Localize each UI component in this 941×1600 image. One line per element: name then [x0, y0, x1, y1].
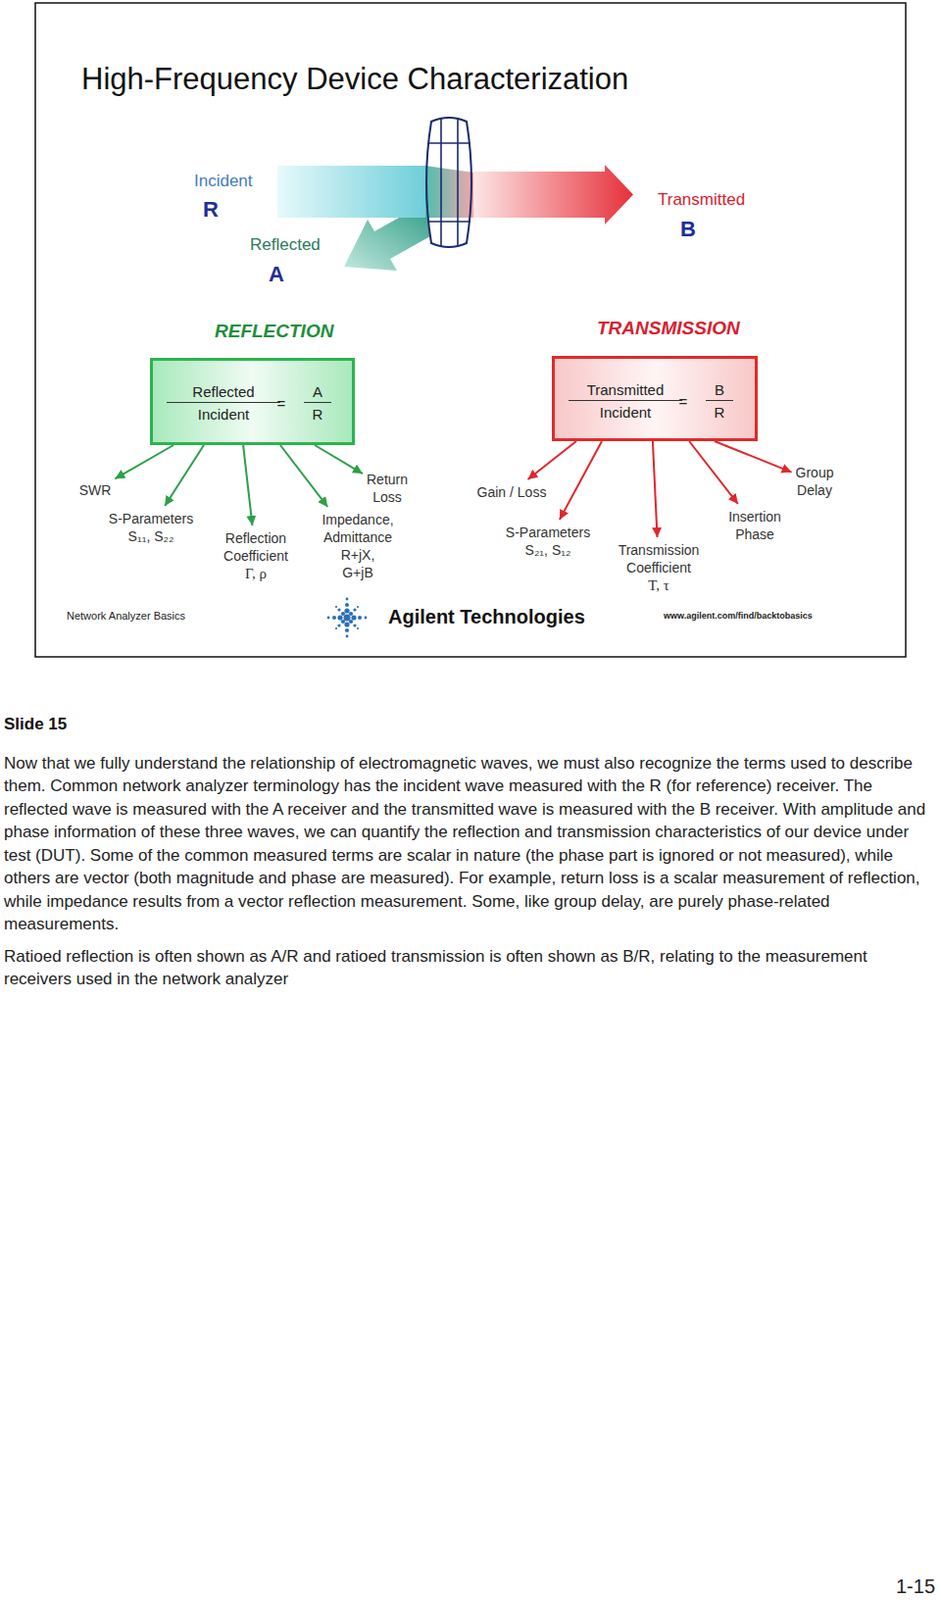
company-name: Agilent Technologies [388, 605, 586, 629]
term-label: R+jX, G+jB [341, 545, 376, 582]
section-heading: REFLECTION [214, 320, 334, 343]
measurement-term: SWR [79, 481, 112, 499]
equals-sign: = [679, 393, 689, 410]
symbol-text: T, τ [618, 576, 700, 595]
ratio-numerator: Reflected [166, 383, 281, 403]
ratio-box: TRANSMISSIONTransmittedIncident=BR [551, 355, 758, 442]
term-label: SWR [79, 481, 112, 499]
equals-sign: = [277, 395, 287, 412]
measurement-term: S-ParametersS₂₁, S₁₂ [505, 523, 591, 559]
term-label: S-Parameters [108, 509, 194, 528]
ratio-denominator: R [705, 402, 734, 421]
wave-through-device [425, 165, 474, 218]
symbol-text: Γ, ρ [223, 564, 289, 583]
wave-label: Transmitted [657, 190, 745, 210]
arrow-connector [559, 441, 602, 520]
term-label: Transmission Coefficient [618, 541, 700, 577]
page-number: 1-15 [895, 1575, 936, 1597]
arrow-connector [114, 445, 174, 479]
receiver-name: B [680, 216, 696, 243]
notes-paragraph: Now that we fully understand the relatio… [3, 751, 936, 937]
measurement-term: Return Loss [366, 470, 408, 506]
notes-paragraph: Ratioed reflection is often shown as A/R… [3, 944, 936, 991]
receiver-name: A [268, 261, 285, 288]
arrow-connector [243, 445, 252, 526]
term-label: S₁₁, S₂₂ [108, 527, 194, 545]
wave-label: Incident [194, 171, 253, 192]
company-logo [327, 597, 368, 639]
arrow-connector [652, 441, 658, 538]
measurement-term: Impedance, AdmittanceR+jX, G+jB [321, 510, 394, 582]
incident-arrow [277, 165, 435, 218]
footer-text: Network Analyzer Basics [66, 609, 186, 622]
ratio-denominator: Incident [166, 404, 281, 423]
term-label: S₂₁, S₁₂ [505, 541, 591, 559]
ratio-numerator: Transmitted [568, 381, 683, 401]
term-label: Group Delay [795, 463, 835, 499]
slide-frame [35, 2, 906, 657]
measurement-term: Reflection CoefficientΓ, ρ [223, 529, 289, 583]
section-heading: TRANSMISSION [596, 317, 741, 340]
arrow-connector [689, 441, 739, 504]
measurement-term: Gain / Loss [477, 483, 547, 501]
measurement-term: Insertion Phase [728, 507, 782, 544]
ratio-denominator: R [303, 404, 332, 423]
arrow-connector [280, 445, 328, 507]
term-label: Gain / Loss [477, 483, 547, 501]
term-label: S-Parameters [505, 523, 591, 542]
wave-label: Reflected [249, 235, 321, 255]
arrow-connector [314, 445, 363, 474]
term-label: Insertion Phase [728, 507, 782, 544]
receiver-name: R [202, 197, 219, 223]
measurement-term: Transmission CoefficientT, τ [618, 541, 700, 595]
term-label: Return Loss [366, 470, 408, 506]
footer-url: www.agilent.com/find/backtobasics [663, 610, 813, 621]
ratio-numerator: A [303, 383, 332, 403]
transmitted-arrow [473, 164, 634, 225]
ratio-numerator: B [705, 381, 734, 401]
term-label: Reflection Coefficient [223, 529, 289, 565]
arrow-connector [714, 441, 793, 473]
ratio-box: REFLECTIONReflectedIncident=AR [149, 357, 355, 446]
ratio-denominator: Incident [568, 402, 683, 421]
arrow-connector [527, 441, 576, 480]
term-label: Impedance, Admittance [321, 510, 394, 546]
slide-number: Slide 15 [3, 712, 936, 737]
measurement-term: S-ParametersS₁₁, S₂₂ [108, 509, 194, 545]
slide-title: High-Frequency Device Characterization [81, 61, 629, 98]
arrow-connector [164, 445, 204, 506]
device-outline [426, 117, 472, 248]
notes-area: Slide 15 Now that we fully understand the… [3, 712, 936, 991]
measurement-term: Group Delay [795, 463, 835, 499]
